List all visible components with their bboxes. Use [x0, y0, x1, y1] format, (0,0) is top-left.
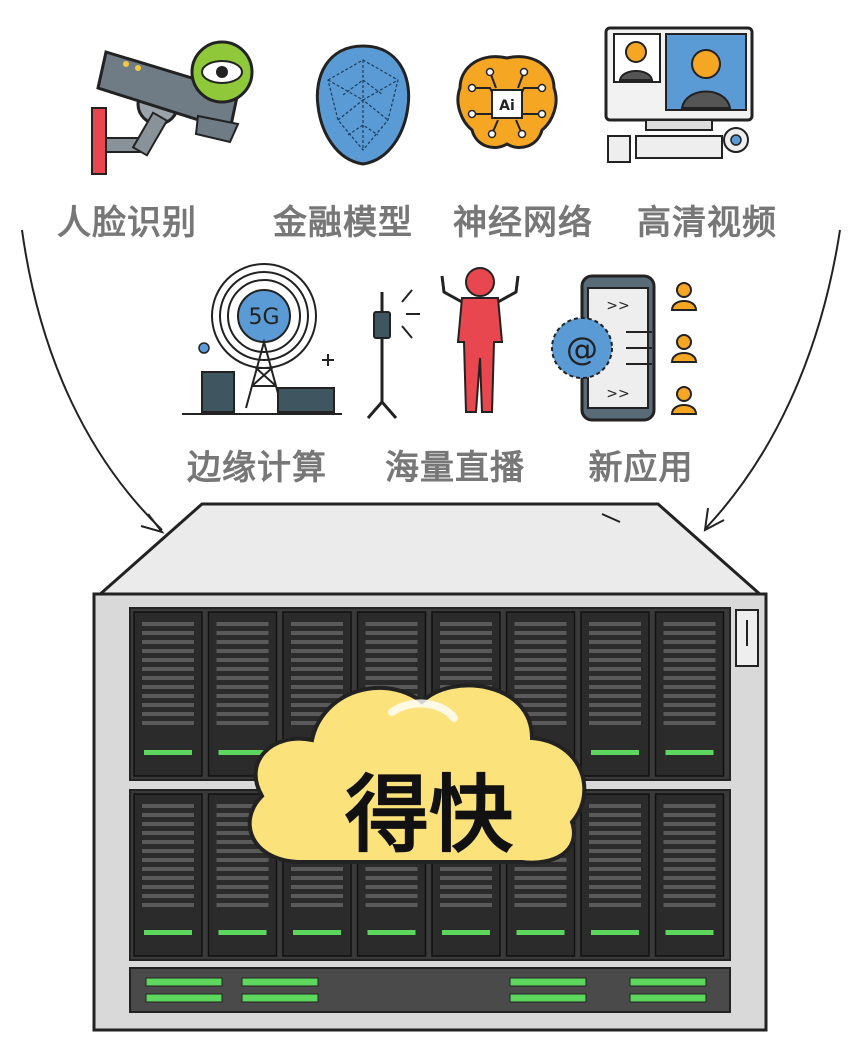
drive-led	[293, 930, 341, 935]
label-hd-video: 高清视频	[637, 203, 777, 243]
face-mesh-icon	[315, 44, 411, 166]
drive-led	[442, 930, 490, 935]
drive-led	[665, 930, 714, 935]
label-new-apps: 新应用	[588, 448, 694, 488]
drive-led	[144, 930, 192, 935]
cloud-text: 得快	[344, 766, 513, 864]
drive-led	[665, 750, 714, 755]
drive-led	[218, 750, 267, 755]
drive-led	[516, 930, 565, 935]
svg-text:>>: >>	[606, 386, 629, 402]
drive-led	[591, 930, 639, 935]
label-neural-network: 神经网络	[453, 203, 593, 243]
drive-led	[591, 750, 639, 755]
ai-brain-icon: Ai	[456, 55, 558, 149]
drive-led	[218, 930, 267, 935]
surveillance-camera-icon	[91, 40, 254, 175]
video-conference-icon	[604, 26, 754, 163]
svg-text:>>: >>	[606, 298, 629, 314]
brain-chip-label: Ai	[499, 98, 515, 114]
drive-led	[144, 750, 192, 755]
drive-led	[367, 930, 416, 935]
5g-tower-icon: 5G	[182, 263, 342, 415]
mobile-app-icon: >> >> @	[551, 274, 698, 422]
label-edge-computing: 边缘计算	[187, 448, 327, 488]
drive-bay	[133, 793, 203, 957]
label-massive-live: 海量直播	[385, 448, 525, 488]
label-face-recognition: 人脸识别	[57, 203, 197, 243]
label-finance-model: 金融模型	[273, 203, 413, 243]
live-stream-icon	[366, 267, 520, 419]
drive-bay	[654, 793, 725, 957]
at-badge: @	[566, 330, 598, 368]
5g-badge: 5G	[248, 305, 279, 330]
drive-bay	[580, 793, 650, 957]
drive-bay	[207, 793, 278, 957]
cloud-badge	[247, 683, 587, 865]
